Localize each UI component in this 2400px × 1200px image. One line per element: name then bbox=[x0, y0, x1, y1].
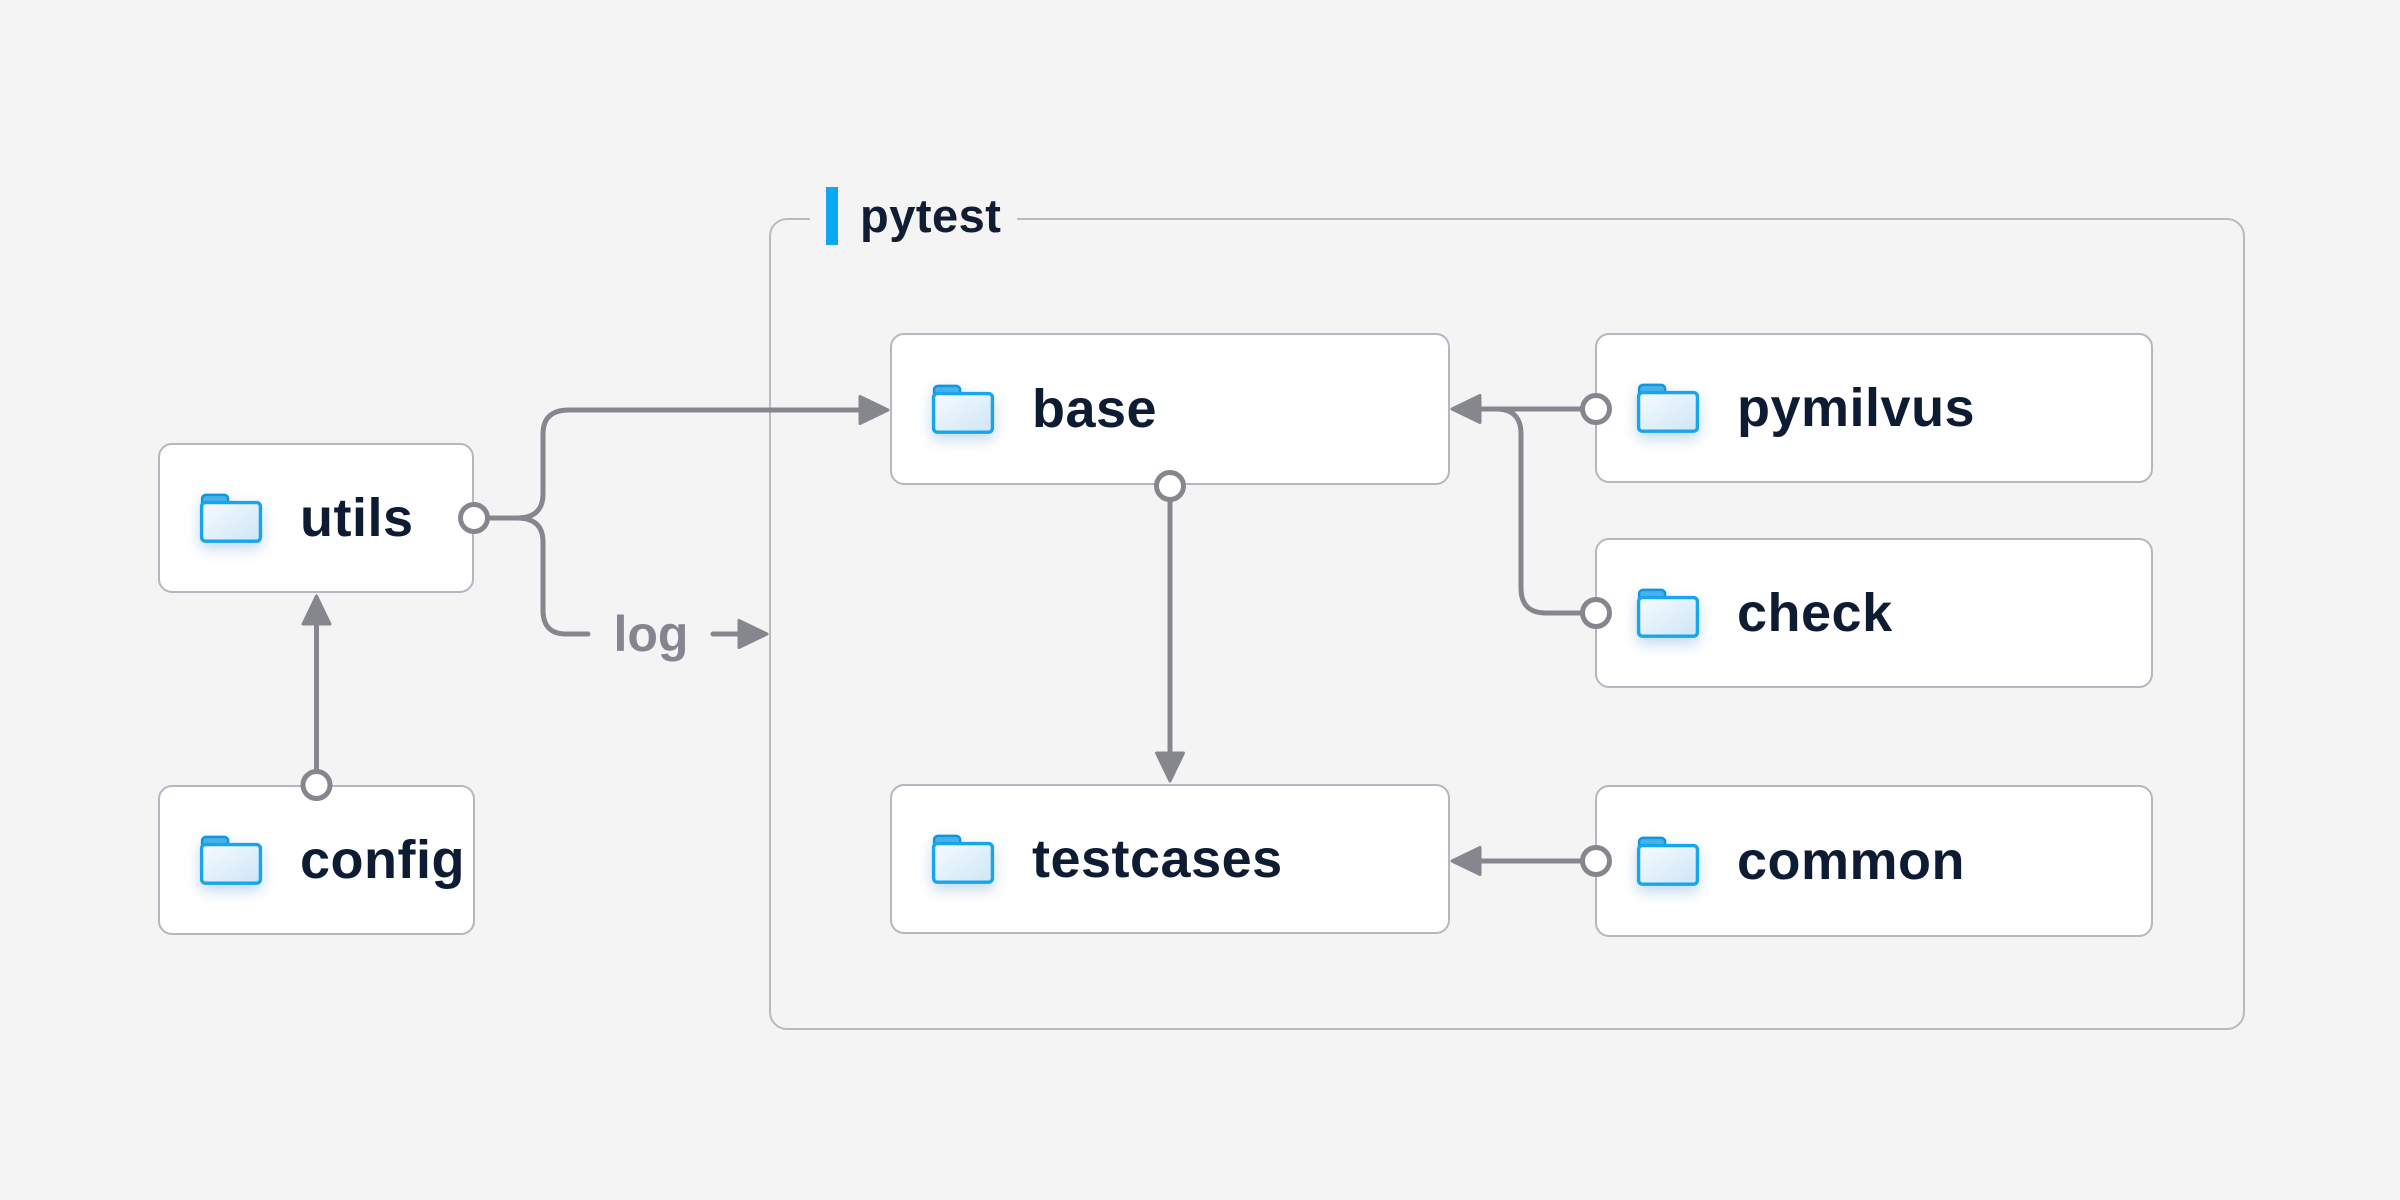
folder-icon bbox=[1635, 381, 1701, 435]
node-check: check bbox=[1595, 538, 2153, 688]
arrowhead-log-into-pytest bbox=[737, 619, 769, 649]
node-label: testcases bbox=[1032, 829, 1283, 889]
node-label: check bbox=[1737, 583, 1893, 643]
node-common: common bbox=[1595, 785, 2153, 937]
node-utils: utils bbox=[158, 443, 474, 593]
node-base: base bbox=[890, 333, 1450, 485]
folder-icon bbox=[198, 491, 264, 545]
wire-utils-log bbox=[485, 515, 591, 637]
folder-icon bbox=[1635, 834, 1701, 888]
node-pymilvus: pymilvus bbox=[1595, 333, 2153, 483]
node-label: common bbox=[1737, 831, 1966, 891]
pytest-group-label-text: pytest bbox=[860, 189, 1002, 242]
edge-label-log: log bbox=[613, 606, 689, 662]
folder-icon bbox=[930, 832, 996, 886]
accent-bar bbox=[826, 187, 838, 245]
folder-icon bbox=[198, 833, 264, 887]
node-label: base bbox=[1032, 379, 1158, 439]
pytest-group-container bbox=[769, 218, 2245, 1030]
node-testcases: testcases bbox=[890, 784, 1450, 934]
node-label: pymilvus bbox=[1737, 378, 1976, 438]
arrowhead-into-utils bbox=[301, 594, 332, 626]
node-label: config bbox=[300, 830, 465, 890]
node-label: utils bbox=[300, 488, 414, 548]
folder-icon bbox=[1635, 586, 1701, 640]
folder-icon bbox=[930, 382, 996, 436]
node-config: config bbox=[158, 785, 475, 935]
pytest-group-label: pytest bbox=[810, 186, 1018, 246]
